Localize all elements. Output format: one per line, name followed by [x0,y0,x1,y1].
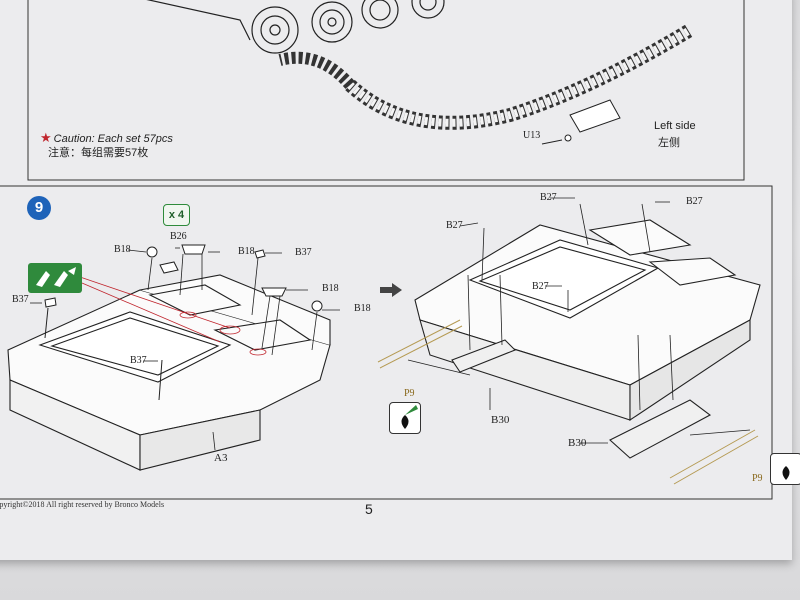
part-label-b27: B27 [532,281,549,292]
paint-drop-glyph-icon [782,466,790,480]
step-arrow [380,283,402,297]
part-label-b30: B30 [568,437,587,449]
caution-text: Caution: Each set 57pcs [53,133,173,145]
part-label-u13: U13 [523,130,541,141]
part-label-b18: B18 [322,283,339,294]
part-label-a3: A3 [214,452,228,464]
caution-note-cn: 注意：每组需要57枚 [48,147,149,159]
hull-assembled-right [414,219,761,459]
red-guide-lines [79,276,267,356]
quantity-badge: x 4 [163,204,190,226]
paint-code-label: P9 [752,473,763,484]
part-label-b18: B18 [354,303,371,314]
part-label-b27: B27 [446,220,463,231]
leader-lines-right [407,197,751,444]
hull-plate-a3 [7,274,331,471]
step-number-badge: 9 [27,196,51,220]
paint-drop-glyph-icon [401,405,418,429]
cement-icon [28,263,82,293]
paint-drop-icon [770,453,800,485]
part-label-b37: B37 [12,294,29,305]
page-linework [0,0,773,500]
caution-star-icon: ★ [40,130,52,145]
instruction-page: ★Caution: Each set 57pcs 注意：每组需要57枚 Left… [0,0,800,560]
small-parts-left [44,244,323,401]
pe-strips [377,319,759,485]
caution-note: ★Caution: Each set 57pcs [40,130,173,146]
track-links [278,23,694,145]
leader-lines-left [30,247,340,451]
paint-drop-icon [389,402,421,434]
left-side-label-cn: 左侧 [658,137,680,149]
part-label-b26: B26 [170,231,187,242]
part-label-b37: B37 [295,247,312,258]
cement-glyph-icon [36,267,76,287]
part-label-b30: B30 [491,414,510,426]
part-label-b27: B27 [540,192,557,203]
copyright-text: Copyright©2018 All right reserved by Bro… [0,500,165,509]
part-label-b18: B18 [238,246,255,257]
road-wheels [146,0,445,54]
paint-code-label: P9 [404,388,415,399]
page-number: 5 [365,501,373,517]
part-label-b18: B18 [114,244,131,255]
part-label-b27: B27 [686,196,703,207]
left-side-label: Left side [654,120,696,132]
part-label-b37: B37 [130,355,147,366]
